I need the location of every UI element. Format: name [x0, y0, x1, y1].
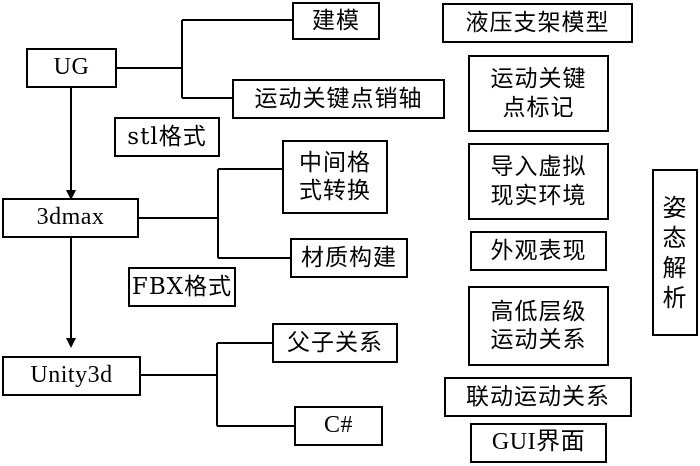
- parent-child-box: 父子关系: [272, 323, 398, 363]
- fbx-format-box: FBX格式: [128, 267, 236, 307]
- material-build-box: 材质构建: [290, 238, 408, 278]
- ug-box: UG: [26, 48, 117, 88]
- unity3d-box: Unity3d: [2, 356, 141, 396]
- hydraulic-support-model-box: 液压支架模型: [442, 3, 633, 43]
- gui-box: GUI界面: [470, 423, 607, 463]
- 3dmax-box: 3dmax: [2, 198, 139, 238]
- modeling-box: 建模: [292, 2, 380, 40]
- format-conversion-box: 中间格 式转换: [282, 140, 388, 214]
- csharp-box: C#: [294, 406, 383, 446]
- motion-key-points-pin-box: 运动关键点销轴: [232, 79, 445, 119]
- linkage-motion-box: 联动运动关系: [444, 377, 632, 417]
- appearance-box: 外观表现: [470, 231, 607, 271]
- pose-analysis-box: 姿 态 解 析: [652, 169, 698, 336]
- import-vr-box: 导入虚拟 现实环境: [468, 143, 609, 220]
- motion-key-point-marking-box: 运动关键 点标记: [468, 55, 609, 132]
- level-motion-box: 高低层级 运动关系: [468, 286, 609, 366]
- stl-format-box: stl格式: [114, 117, 220, 157]
